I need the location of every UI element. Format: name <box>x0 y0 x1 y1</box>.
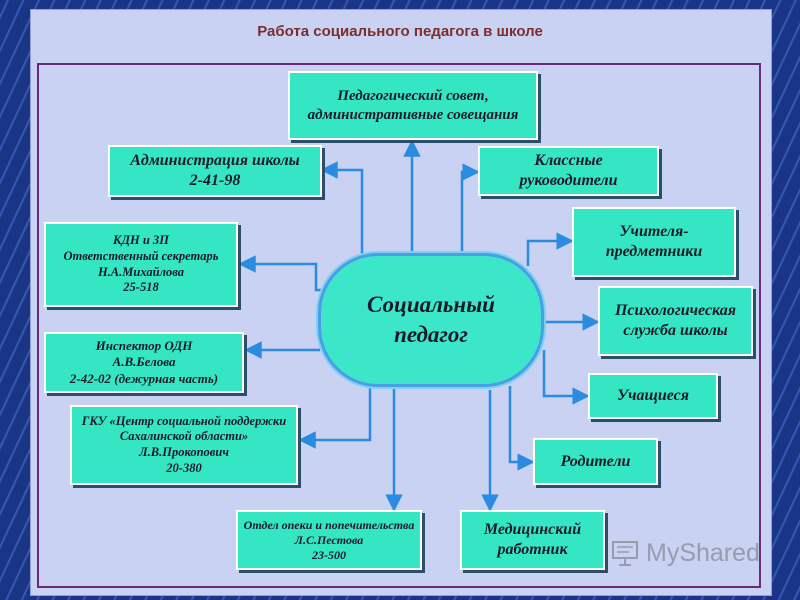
kdn-line-2: Ответственный секретарь <box>63 248 219 263</box>
parents-box: Родители <box>533 438 658 485</box>
diagram-title: Работа социального педагога в школе <box>257 23 543 40</box>
ped-council-line-1: Педагогический совет, <box>337 87 489 104</box>
class-teachers-box: Классные руководители <box>478 146 659 196</box>
kdn-line-1: КДН и ЗП <box>112 233 170 248</box>
administration-line-1: Администрация школы <box>130 152 300 169</box>
gku-box: ГКУ «Центр социальной поддержки Сахалинс… <box>70 405 298 485</box>
psych-service-box: Психологическая служба школы <box>598 286 753 356</box>
administration-box: Администрация школы 2-41-98 <box>108 145 322 197</box>
arrow-to-kdn <box>238 255 322 292</box>
gku-line-4: 20-380 <box>166 460 202 475</box>
psych-service-line-1: Психологическая <box>614 302 736 319</box>
guardianship-box: Отдел опеки и попечительства Л.С.Пестова… <box>236 510 422 570</box>
center-line-1: Социальный <box>367 292 495 318</box>
psych-service-line-2: служба школы <box>623 322 728 339</box>
diagram-frame <box>37 63 761 588</box>
arrow-to-gku <box>298 388 372 449</box>
center-line-2: педагог <box>394 322 468 347</box>
medical-line-1: Медицинский <box>483 521 582 538</box>
medical-line-2: работник <box>497 541 568 558</box>
gku-line-2: Сахалинской области» <box>119 429 249 444</box>
arrow-to-administration <box>320 161 364 268</box>
parents-line-1: Родители <box>560 452 631 470</box>
odn-line-1: Инспектор ОДН <box>95 338 193 354</box>
guardianship-line-3: 23-500 <box>312 547 346 562</box>
kdn-box: КДН и ЗП Ответственный секретарь Н.А.Мих… <box>44 222 238 307</box>
odn-line-3: 2-42-02 (дежурная часть) <box>69 370 219 386</box>
kdn-line-4: 25-518 <box>123 280 159 295</box>
gku-line-1: ГКУ «Центр социальной поддержки <box>81 413 287 428</box>
ped-council-line-2: административные совещания <box>307 106 519 123</box>
arrow-to-parents <box>508 386 535 471</box>
social-pedagogue-node: Социальный педагог <box>318 253 544 387</box>
ped-council-box: Педагогический совет, административные с… <box>288 71 538 140</box>
watermark-text: MyShared <box>646 538 760 567</box>
guardianship-line-1: Отдел опеки и попечительства <box>243 517 415 532</box>
administration-line-2: 2-41-98 <box>189 172 241 189</box>
subject-teachers-line-1: Учителя- <box>619 223 689 240</box>
subject-teachers-box: Учителя- предметники <box>572 207 736 277</box>
class-teachers-line-1: Классные <box>534 152 603 169</box>
students-box: Учащиеся <box>588 373 718 419</box>
odn-line-2: А.В.Белова <box>112 354 176 370</box>
watermark: MyShared <box>610 535 760 571</box>
subject-teachers-line-2: предметники <box>605 243 703 260</box>
students-line-1: Учащиеся <box>617 387 689 404</box>
gku-line-3: Л.В.Прокопович <box>139 445 229 459</box>
presentation-board-icon <box>612 541 638 566</box>
guardianship-line-2: Л.С.Пестова <box>294 532 364 547</box>
arrow-to-students <box>542 350 590 405</box>
arrow-to-subject-teachers <box>526 232 574 266</box>
class-teachers-line-2: руководители <box>519 172 618 189</box>
kdn-line-3: Н.А.Михайлова <box>97 264 185 279</box>
odn-box: Инспектор ОДН А.В.Белова 2-42-02 (дежурн… <box>44 332 244 393</box>
arrow-to-class-teachers <box>460 163 480 258</box>
medical-box: Медицинский работник <box>460 510 605 570</box>
